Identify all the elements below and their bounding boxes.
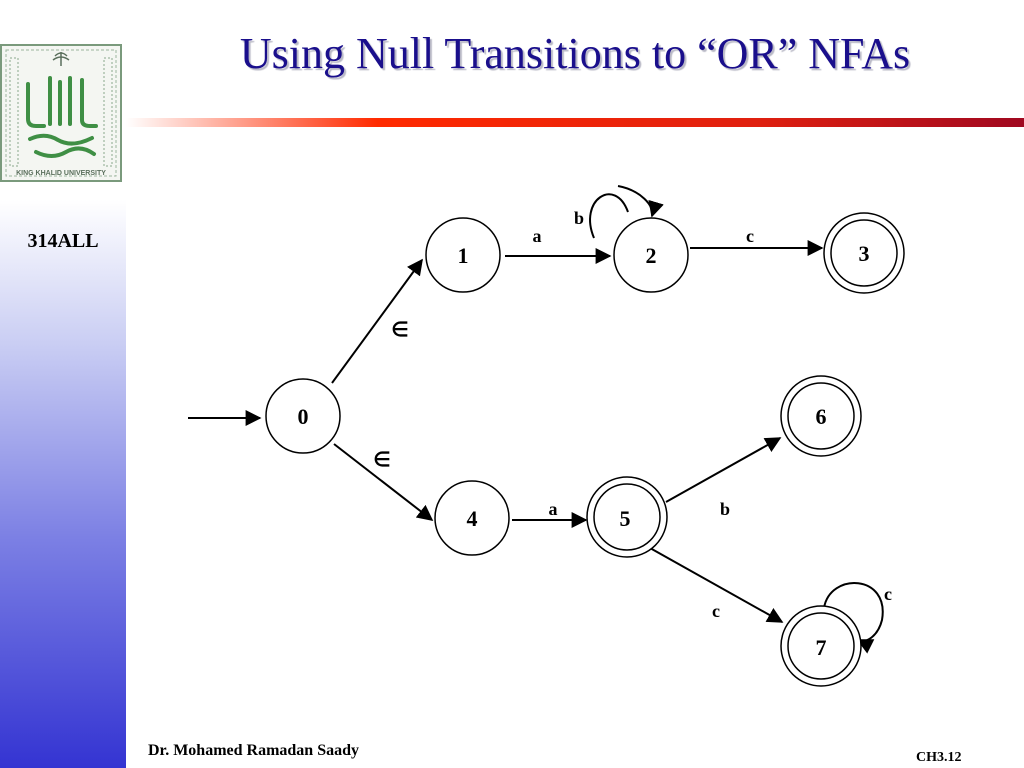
edge-label-0-4: ∈ <box>373 449 390 471</box>
edge-label-2-2: b <box>574 208 584 228</box>
edge-label-2-3: c <box>746 226 754 246</box>
title-underline-bar <box>126 118 1024 127</box>
state-5: 5 <box>586 476 668 558</box>
edge-label-0-1: ∈ <box>391 319 408 341</box>
svg-text:2: 2 <box>646 243 657 268</box>
slide-title: Using Null Transitions to “OR” NFAs <box>239 29 911 78</box>
edge-label-5-6: b <box>720 499 730 519</box>
svg-text:5: 5 <box>620 506 631 531</box>
logo-text: KING KHALID UNIVERSITY <box>16 170 106 177</box>
state-7: 7 <box>780 605 862 687</box>
state-0: 0 <box>265 378 341 454</box>
edge-label-5-7: c <box>712 601 720 621</box>
edge-label-4-5: a <box>549 499 558 519</box>
state-6: 6 <box>780 375 862 457</box>
svg-text:3: 3 <box>859 241 870 266</box>
svg-text:0: 0 <box>298 404 309 429</box>
edge-label-1-2: a <box>533 226 542 246</box>
edge-0-4 <box>333 443 434 521</box>
state-1: 1 <box>425 217 501 293</box>
svg-text:7: 7 <box>816 635 827 660</box>
edge-2-2-loop-tail <box>617 185 664 218</box>
edge-5-7 <box>649 547 784 623</box>
edge-2-2-loop <box>589 193 629 239</box>
state-3: 3 <box>823 212 905 294</box>
edge-7-7-loop <box>823 582 884 654</box>
svg-text:1: 1 <box>458 243 469 268</box>
svg-text:6: 6 <box>816 404 827 429</box>
edge-0-1 <box>331 258 423 384</box>
edge-5-6 <box>665 437 782 503</box>
footer-slide-number: CH3.12 <box>916 750 962 765</box>
svg-text:4: 4 <box>467 506 478 531</box>
university-logo: KING KHALID UNIVERSITY <box>0 44 122 182</box>
state-2: 2 <box>613 217 689 293</box>
course-code: 314ALL <box>27 230 99 252</box>
edge-label-7-7: c <box>884 584 892 604</box>
footer-author: Dr. Mohamed Ramadan Saady <box>148 742 359 759</box>
state-4: 4 <box>434 480 510 556</box>
